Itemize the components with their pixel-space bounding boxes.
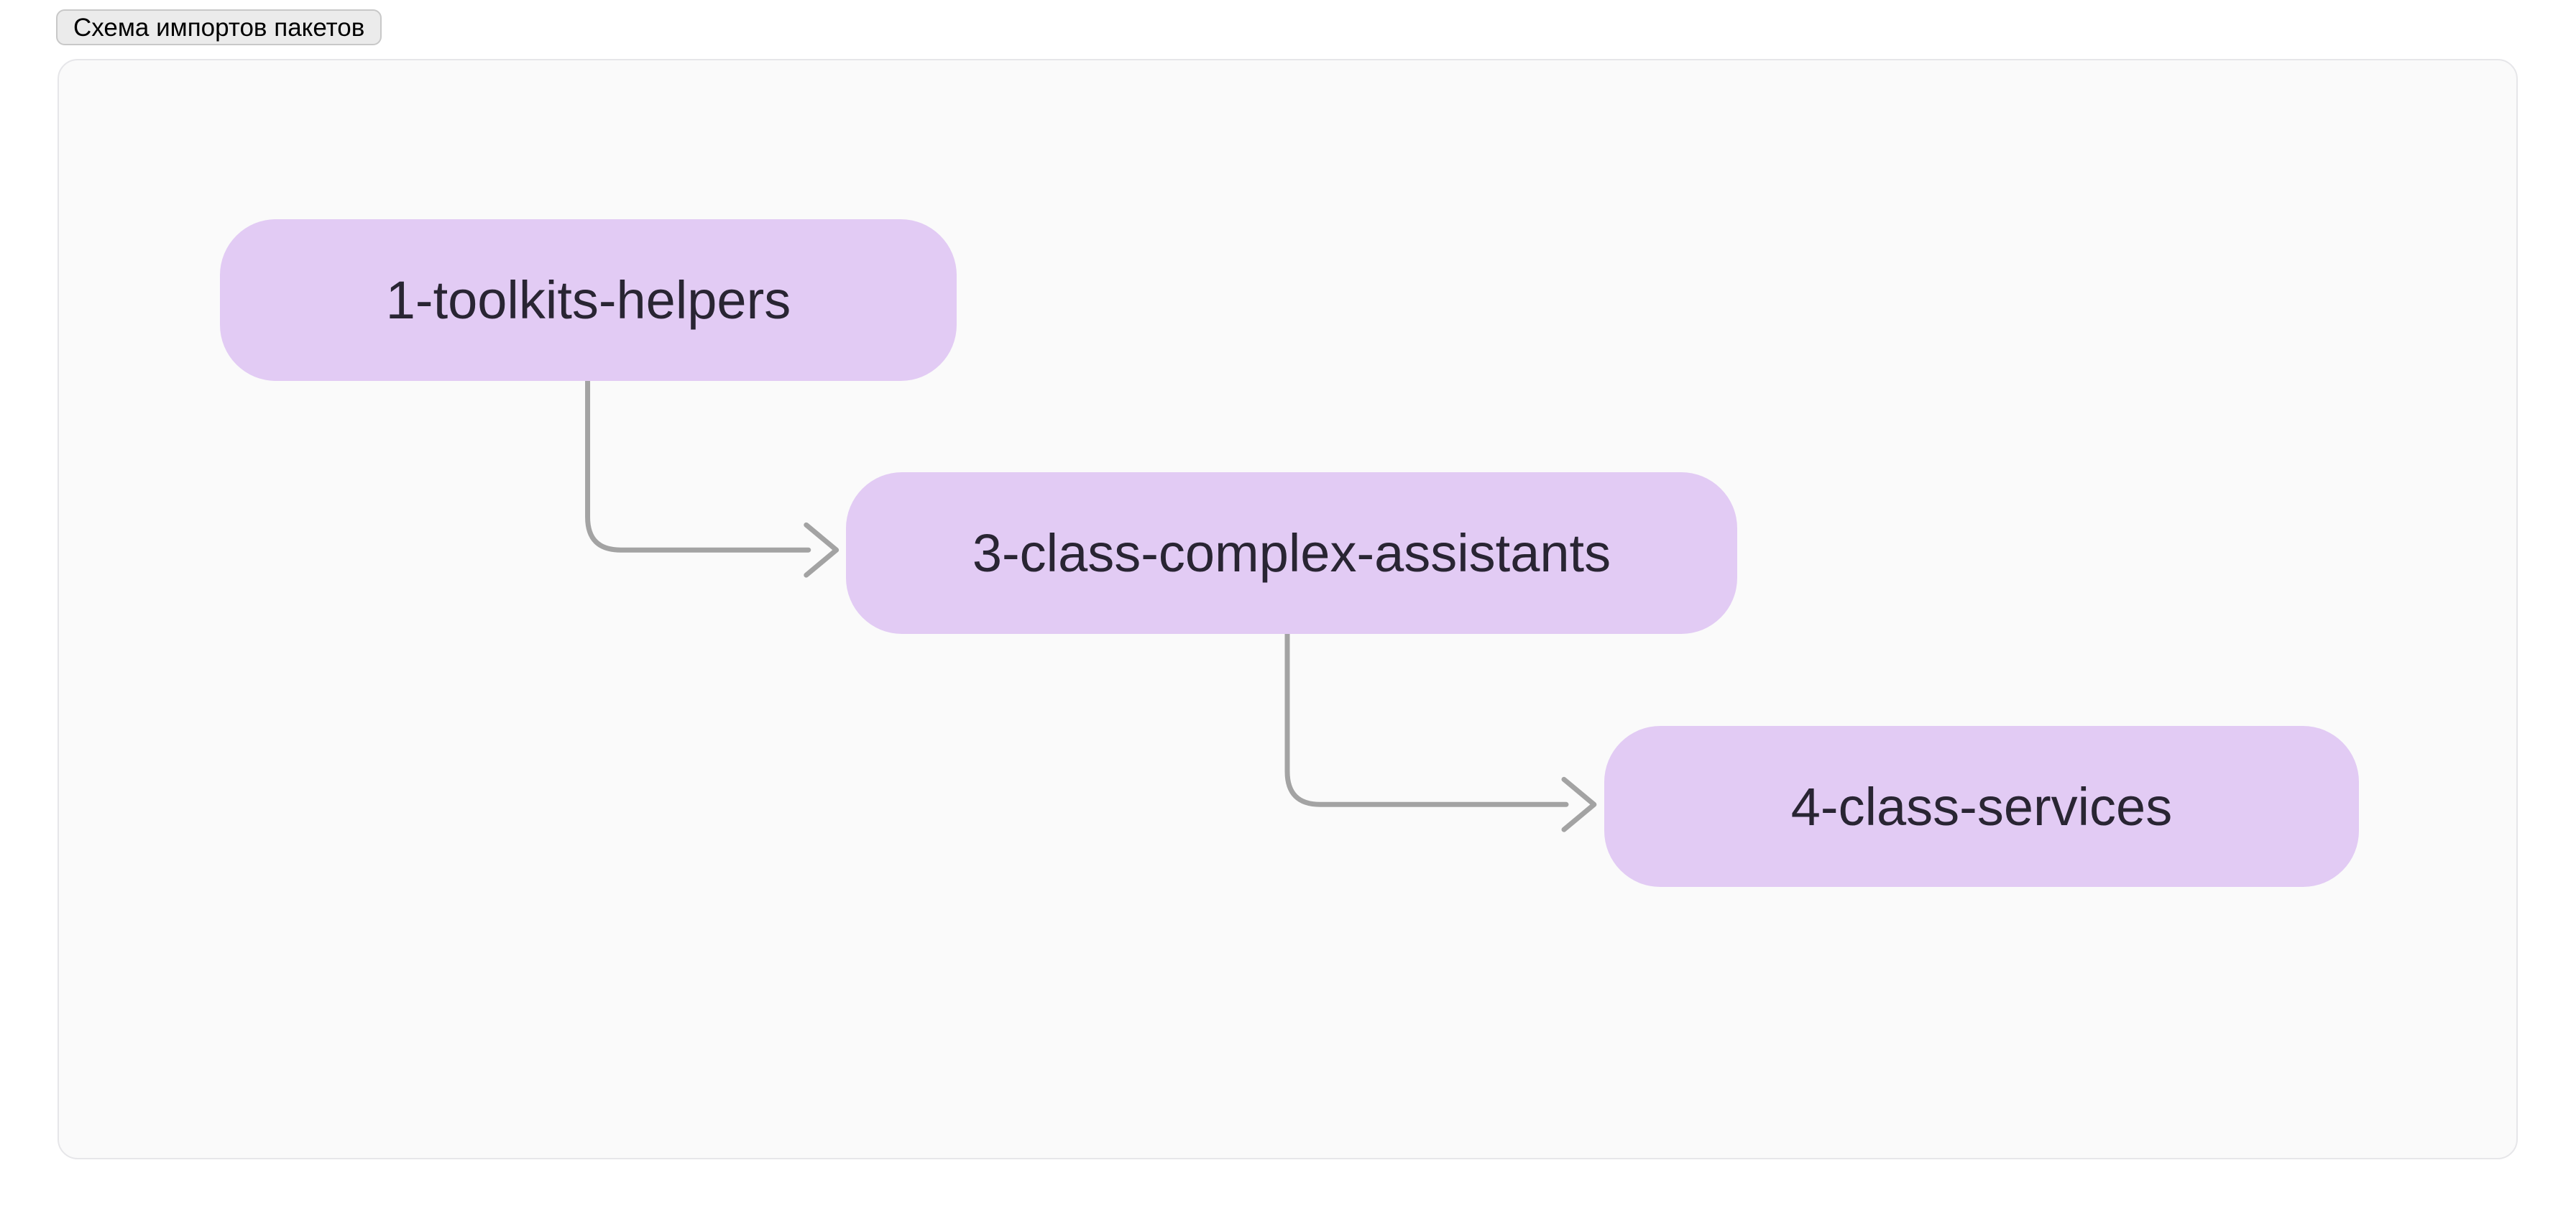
node-1-toolkits-helpers: 1-toolkits-helpers [220,219,957,381]
node-label: 4-class-services [1790,776,2173,837]
arrowhead-icon [804,522,840,578]
diagram-canvas: 1-toolkits-helpers 3-class-complex-assis… [58,59,2518,1159]
edge-1-to-3 [585,377,840,578]
diagram-title-badge[interactable]: Схема импортов пакетов [56,9,382,45]
edge-3-to-4 [1284,630,1597,832]
node-3-class-complex-assistants: 3-class-complex-assistants [846,472,1737,634]
node-label: 1-toolkits-helpers [385,270,791,330]
arrowhead-icon [1561,776,1597,832]
node-4-class-services: 4-class-services [1604,726,2359,887]
node-label: 3-class-complex-assistants [972,523,1611,583]
